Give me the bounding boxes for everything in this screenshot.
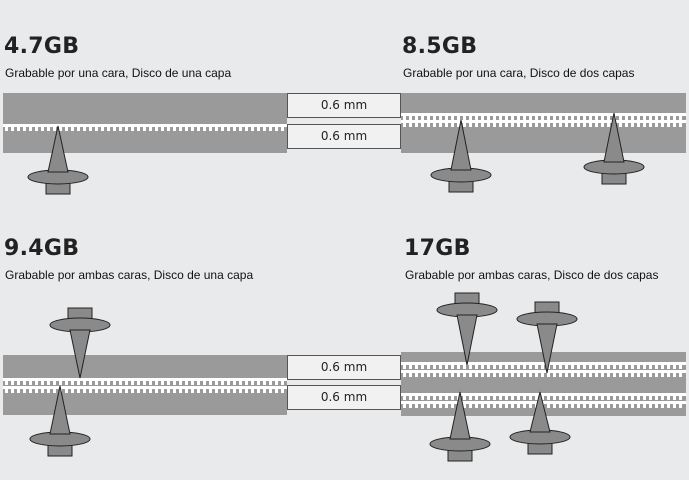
laser-17gb-bottom-right-beam [529, 391, 551, 433]
caption-double-side-single-layer: Grabable por ambas caras, Disco de una c… [5, 268, 254, 282]
data-layer-17gb-2-pits [403, 373, 682, 377]
data-layer-17gb-1 [401, 362, 686, 365]
data-layer-17gb-4-pits [403, 404, 682, 408]
thickness-label-bottom-lower: 0.6 mm [287, 385, 401, 410]
capacity-9-4gb: 9.4GB [4, 236, 80, 261]
disc-4-7gb [3, 93, 287, 153]
data-layer-8-5gb-outer [401, 113, 686, 116]
thickness-label-top-lower: 0.6 mm [287, 124, 401, 149]
thickness-label-bottom-upper: 0.6 mm [287, 355, 401, 380]
thickness-label-top-upper: 0.6 mm [287, 93, 401, 118]
data-layer-17gb-2 [401, 370, 686, 373]
caption-single-side-single-layer: Grabable por una cara, Disco de una capa [5, 66, 232, 80]
data-layer-17gb-3 [401, 393, 686, 396]
laser-8-5gb-left-beam [450, 119, 472, 171]
caption-single-side-dual-layer: Grabable por una cara, Disco de dos capa… [403, 66, 635, 80]
data-layer-4-7gb [3, 124, 287, 127]
data-layer-17gb-3-pits [403, 396, 682, 400]
data-layer-9-4gb-lower [3, 386, 287, 389]
laser-17gb-bottom-left-beam [449, 391, 471, 440]
laser-9-4gb-top-beam [69, 329, 91, 379]
data-layer-9-4gb-upper-pits [5, 381, 284, 385]
capacity-17gb: 17GB [404, 236, 471, 261]
laser-4-7gb-beam [47, 125, 69, 173]
data-layer-17gb-1-pits [403, 365, 682, 369]
data-layer-9-4gb-upper [3, 378, 287, 381]
laser-9-4gb-bottom-beam [49, 385, 71, 435]
data-layer-17gb-4 [401, 401, 686, 404]
capacity-8-5gb: 8.5GB [402, 34, 478, 59]
caption-double-side-dual-layer: Grabable por ambas caras, Disco de dos c… [405, 268, 659, 282]
laser-17gb-top-left-beam [456, 314, 478, 366]
capacity-4-7gb: 4.7GB [4, 34, 80, 59]
laser-17gb-top-right-beam [536, 323, 558, 374]
data-layer-8-5gb-inner [401, 120, 686, 123]
laser-8-5gb-right-beam [603, 112, 625, 163]
data-layer-8-5gb-inner-pits [403, 123, 682, 127]
data-layer-8-5gb-outer-pits [403, 116, 682, 120]
data-layer-4-7gb-pits [5, 127, 284, 131]
